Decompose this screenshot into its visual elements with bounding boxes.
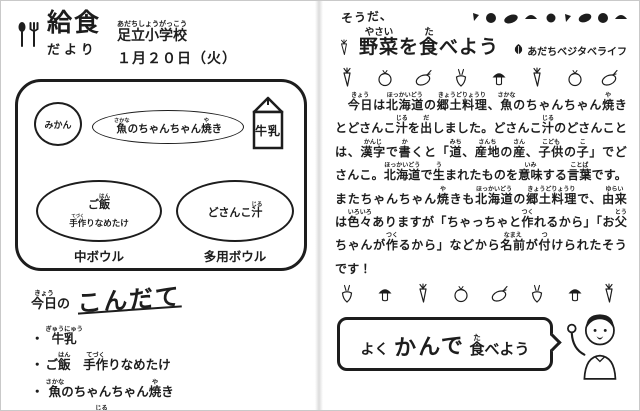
fork-spoon-icon bbox=[15, 21, 41, 48]
brand-label: あだちベジタベライフ bbox=[527, 47, 627, 58]
milk-label: 牛乳 bbox=[254, 124, 281, 138]
menu-section: 今日きょうの こんだて ・ 牛乳ぎゅうにゅう ・ ご飯はん 手作てづくりなめたけ… bbox=[31, 280, 311, 411]
menu-item-label: 魚さかなのちゃんちゃん焼やき bbox=[45, 378, 174, 399]
menu-bullet: ・ bbox=[31, 358, 44, 373]
vegetable-border-bottom bbox=[335, 283, 627, 305]
menu-title: 今日きょうの こんだて bbox=[31, 280, 311, 317]
veg-header: そうだ、 野菜やさいを食たべよう bbox=[333, 7, 629, 65]
logo-subtitle: だより bbox=[47, 42, 98, 57]
left-header: 給食 だより 足立小学校あだちしょうがっこう １月２０日（火） bbox=[15, 11, 311, 69]
soup-label: どさんこ汁じる bbox=[207, 202, 263, 219]
fish-label: 魚さかなのちゃんちゃん焼やき bbox=[113, 118, 223, 135]
menu-list: ・ 牛乳ぎゅうにゅう ・ ご飯はん 手作てづくりなめたけ ・ 魚さかなのちゃんち… bbox=[31, 320, 311, 411]
article-text: 今日きょうは北海道ほっかいどうの郷土料理きょうどりょうり、魚さかなのちゃんちゃん… bbox=[335, 93, 628, 276]
lunch-tray: みかん 魚さかなのちゃんちゃん焼やき 牛乳 ご飯はん 手作てづくりなめたけ どさ… bbox=[15, 79, 307, 271]
veg-title: 野菜やさいを食たべよう bbox=[359, 27, 500, 58]
soup-bowl-caption: 多用ボウル bbox=[203, 250, 267, 264]
menu-item: ・ 牛乳ぎゅうにゅう bbox=[31, 320, 311, 346]
menu-title-prefix: 今日きょうの bbox=[31, 290, 71, 311]
newsletter-logo: 給食 だより bbox=[15, 11, 101, 58]
bubble-text-3: 食たべよう bbox=[469, 333, 530, 359]
menu-item: ・ ご飯はん 手作てづくりなめたけ bbox=[31, 346, 311, 372]
logo-title: 給食 bbox=[47, 9, 102, 37]
vegetable-doodles-icon bbox=[469, 9, 629, 32]
menu-item-label: ご飯はん 手作てづくりなめたけ bbox=[45, 352, 171, 373]
rice-label-line1: ご飯はん bbox=[87, 193, 110, 211]
rice-label-line2: 手作てづくりなめたけ bbox=[69, 212, 129, 228]
person-illustration bbox=[565, 308, 629, 380]
page-right: そうだ、 野菜やさいを食たべよう bbox=[323, 1, 639, 410]
mikan-label: みかん bbox=[44, 119, 72, 130]
menu-item-label: 牛乳ぎゅうにゅう bbox=[45, 326, 83, 346]
menu-bullet: ・ bbox=[31, 332, 44, 346]
bubble-tail-icon bbox=[543, 333, 562, 352]
veg-intro: そうだ、 bbox=[340, 8, 394, 26]
brand: あだちベジタベライフ bbox=[513, 43, 627, 58]
page-left: 給食 だより 足立小学校あだちしょうがっこう １月２０日（火） みかん 魚さかな… bbox=[1, 1, 315, 410]
rice-bowl-caption: 中ボウル bbox=[73, 250, 124, 264]
vegetable-border-top bbox=[335, 67, 627, 89]
menu-item: ・ 魚さかなのちゃんちゃん焼やき bbox=[31, 373, 311, 399]
soup-bowl: どさんこ汁じる bbox=[176, 180, 294, 242]
milk-carton: 牛乳 bbox=[244, 90, 292, 154]
speech-bubble: よく かんで 食たべよう bbox=[337, 317, 562, 372]
leaf-icon bbox=[513, 43, 524, 58]
bubble-text-1: よく bbox=[360, 341, 389, 358]
school-name: 足立小学校あだちしょうがっこう bbox=[117, 21, 188, 43]
menu-title-main: こんだて bbox=[76, 283, 183, 318]
fish-plate: 魚さかなのちゃんちゃん焼やき bbox=[92, 110, 244, 144]
menu-bullet: ・ bbox=[31, 384, 44, 399]
menu-item-label: どさんこ汁じる bbox=[95, 405, 108, 411]
mikan-circle: みかん bbox=[34, 102, 82, 146]
milk-carton-icon bbox=[252, 96, 284, 150]
vegetable-doodle-icon bbox=[335, 39, 353, 62]
bubble-text-2: かんで bbox=[393, 332, 465, 361]
logo-text: 給食 だより bbox=[47, 11, 101, 58]
school-block: 足立小学校あだちしょうがっこう １月２０日（火） bbox=[117, 11, 237, 68]
footer: よく かんで 食たべよう bbox=[333, 308, 629, 380]
issue-date: １月２０日（火） bbox=[117, 50, 238, 66]
menu-item: ・ どさんこ汁じる bbox=[31, 399, 311, 411]
rice-bowl: ご飯はん 手作てづくりなめたけ bbox=[36, 180, 162, 242]
center-fold bbox=[315, 1, 323, 410]
